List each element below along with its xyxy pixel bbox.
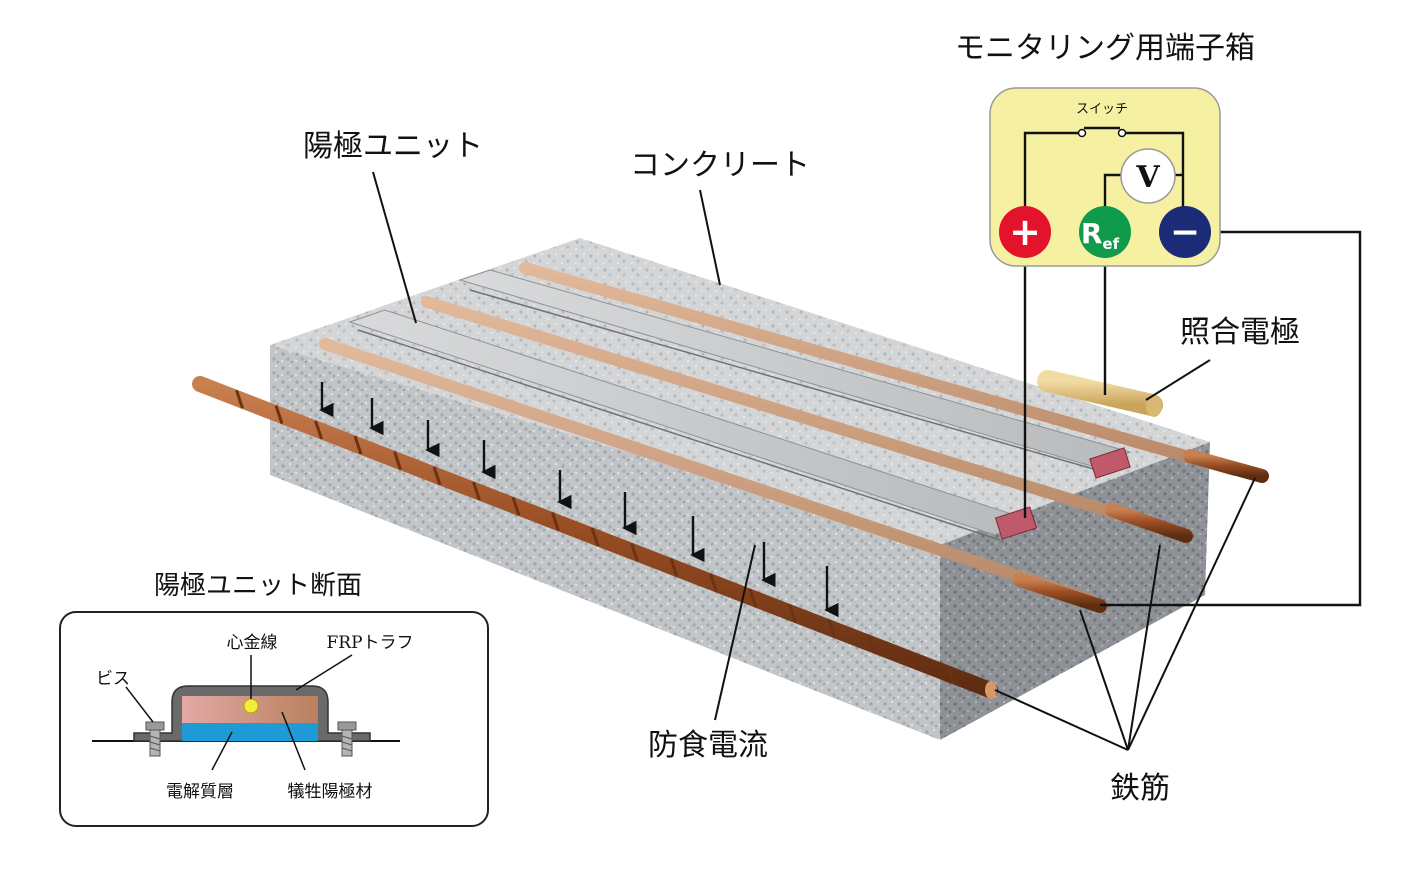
switch-contact-right xyxy=(1117,128,1127,138)
rebar-rib xyxy=(511,496,521,516)
rebar-embedded-1 xyxy=(519,262,1241,476)
rebar-rib xyxy=(235,389,244,409)
protection-current-arrows xyxy=(319,382,839,618)
rebar-rib xyxy=(432,466,442,486)
anode-plate-back xyxy=(458,269,1132,469)
rebar-rib xyxy=(630,542,639,562)
plus-symbol: + xyxy=(1009,210,1041,254)
leader-lines xyxy=(372,171,1256,751)
core-wire xyxy=(243,698,259,714)
plus-terminal xyxy=(999,206,1051,258)
rebar-embedded-2 xyxy=(421,296,1186,539)
ref-symbol: Ref xyxy=(1081,217,1120,253)
switch-label: スイッチ xyxy=(1076,102,1128,117)
core-wire-label: 心金線 xyxy=(227,633,278,653)
rebar-rib xyxy=(590,527,600,547)
rebar-rib xyxy=(906,649,916,669)
rebar-label: 鉄筋 xyxy=(1110,771,1170,806)
terminal-box-title: モニタリング用端子箱 xyxy=(955,31,1255,66)
rebar-rib xyxy=(551,512,560,532)
screw-right xyxy=(337,721,357,757)
rebar-rib xyxy=(353,435,363,455)
anode-terminal-front xyxy=(994,506,1038,540)
embedded-rebars xyxy=(319,262,1269,613)
protection-current-label: 防食電流 xyxy=(648,728,768,763)
rebar-embedded-3 xyxy=(319,338,1096,606)
ref-terminal xyxy=(1079,206,1131,258)
rebar-rib xyxy=(946,665,955,685)
screw-label: ビス xyxy=(96,669,130,689)
rebar-rib xyxy=(867,634,876,654)
rebar-rib xyxy=(393,451,402,470)
reference-electrode-label: 照合電極 xyxy=(1180,315,1300,350)
electrolyte-layer-label: 電解質層 xyxy=(166,782,234,802)
front-rebar xyxy=(192,376,998,699)
anode-unit-label: 陽極ユニット xyxy=(303,129,483,164)
rebar-rib xyxy=(748,588,758,608)
rebar-rib xyxy=(314,420,323,440)
monitoring-terminal-box: スイッチ V + Ref − xyxy=(989,87,1221,267)
electrolyte-layer xyxy=(182,723,318,741)
sacrificial-anode-label: 犠牲陽極材 xyxy=(288,782,373,802)
switch-contact-left xyxy=(1077,128,1087,138)
voltmeter-symbol: V xyxy=(1135,160,1160,195)
anode-terminal-back xyxy=(1089,447,1131,479)
anode-plates xyxy=(348,269,1132,541)
minus-terminal xyxy=(1159,206,1211,258)
frp-trough-label: FRPトラフ xyxy=(326,633,413,653)
rebar-rib xyxy=(709,573,718,593)
section-title: 陽極ユニット断面 xyxy=(154,571,362,601)
screw-left xyxy=(145,721,165,757)
concrete-label: コンクリート xyxy=(630,148,810,183)
rebar-rib xyxy=(274,405,284,425)
rebar-rib xyxy=(827,619,837,639)
rebar-rib xyxy=(472,481,481,501)
minus-symbol: − xyxy=(1170,212,1200,253)
anode-unit-cross-section: 陽極ユニット断面 心金線 FRPトラフ ビス 電解質層 xyxy=(59,571,489,827)
reference-electrode xyxy=(1037,370,1163,417)
rebar-rib xyxy=(788,604,797,623)
rebar-rib xyxy=(669,558,679,578)
voltmeter xyxy=(1120,148,1176,204)
